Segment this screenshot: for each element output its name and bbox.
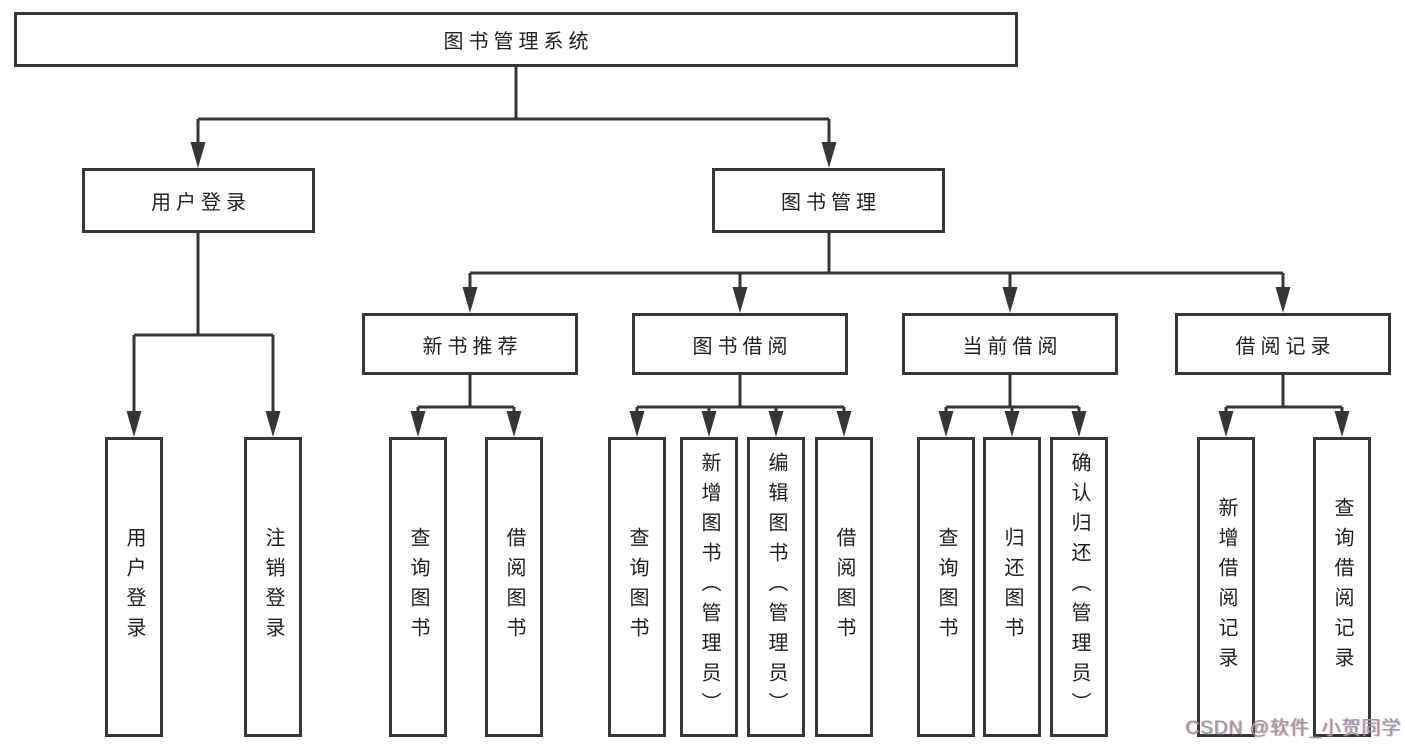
node-library-system-label: 图书管理系统 (443, 31, 594, 53)
node-book-management-label: 图书管理 (781, 192, 881, 214)
leaf-query-books-recommend: 查询图书 (389, 437, 447, 737)
node-book-borrowing-label: 图书借阅 (692, 335, 793, 358)
node-library-system: 图书管理系统 (14, 12, 1018, 67)
leaf-query-books-current: 查询图书 (917, 437, 975, 737)
node-borrowing-records-label: 借阅记录 (1235, 335, 1336, 358)
node-borrowing-records: 借阅记录 (1175, 313, 1391, 375)
node-current-borrowing: 当前借阅 (902, 313, 1118, 375)
leaf-user-login: 用户登录 (105, 437, 163, 737)
leaf-borrow-books-recommend: 借阅图书 (485, 437, 543, 737)
leaf-borrow-books: 借阅图书 (815, 437, 873, 737)
leaf-add-books-admin: 新增图书（管理员） (680, 437, 738, 737)
csdn-watermark: CSDN @软件_小贺同学 (1186, 718, 1402, 739)
node-current-borrowing-label: 当前借阅 (962, 335, 1063, 358)
leaf-logout: 注销登录 (244, 437, 302, 737)
leaf-query-books-borrow: 查询图书 (608, 437, 666, 737)
node-book-management: 图书管理 (712, 168, 945, 233)
leaf-add-borrow-record: 新增借阅记录 (1197, 437, 1255, 737)
leaf-query-borrow-record: 查询借阅记录 (1313, 437, 1371, 737)
node-new-book-recommendation-label: 新书推荐 (422, 335, 523, 358)
leaf-confirm-return-admin: 确认归还（管理员） (1050, 437, 1108, 737)
node-user-login: 用户登录 (82, 168, 315, 233)
leaf-edit-books-admin: 编辑图书（管理员） (747, 437, 805, 737)
node-new-book-recommendation: 新书推荐 (362, 313, 578, 375)
arrowheads (126, 142, 1350, 437)
leaf-return-books: 归还图书 (983, 437, 1041, 737)
node-user-login-label: 用户登录 (151, 192, 251, 214)
node-book-borrowing: 图书借阅 (632, 313, 848, 375)
